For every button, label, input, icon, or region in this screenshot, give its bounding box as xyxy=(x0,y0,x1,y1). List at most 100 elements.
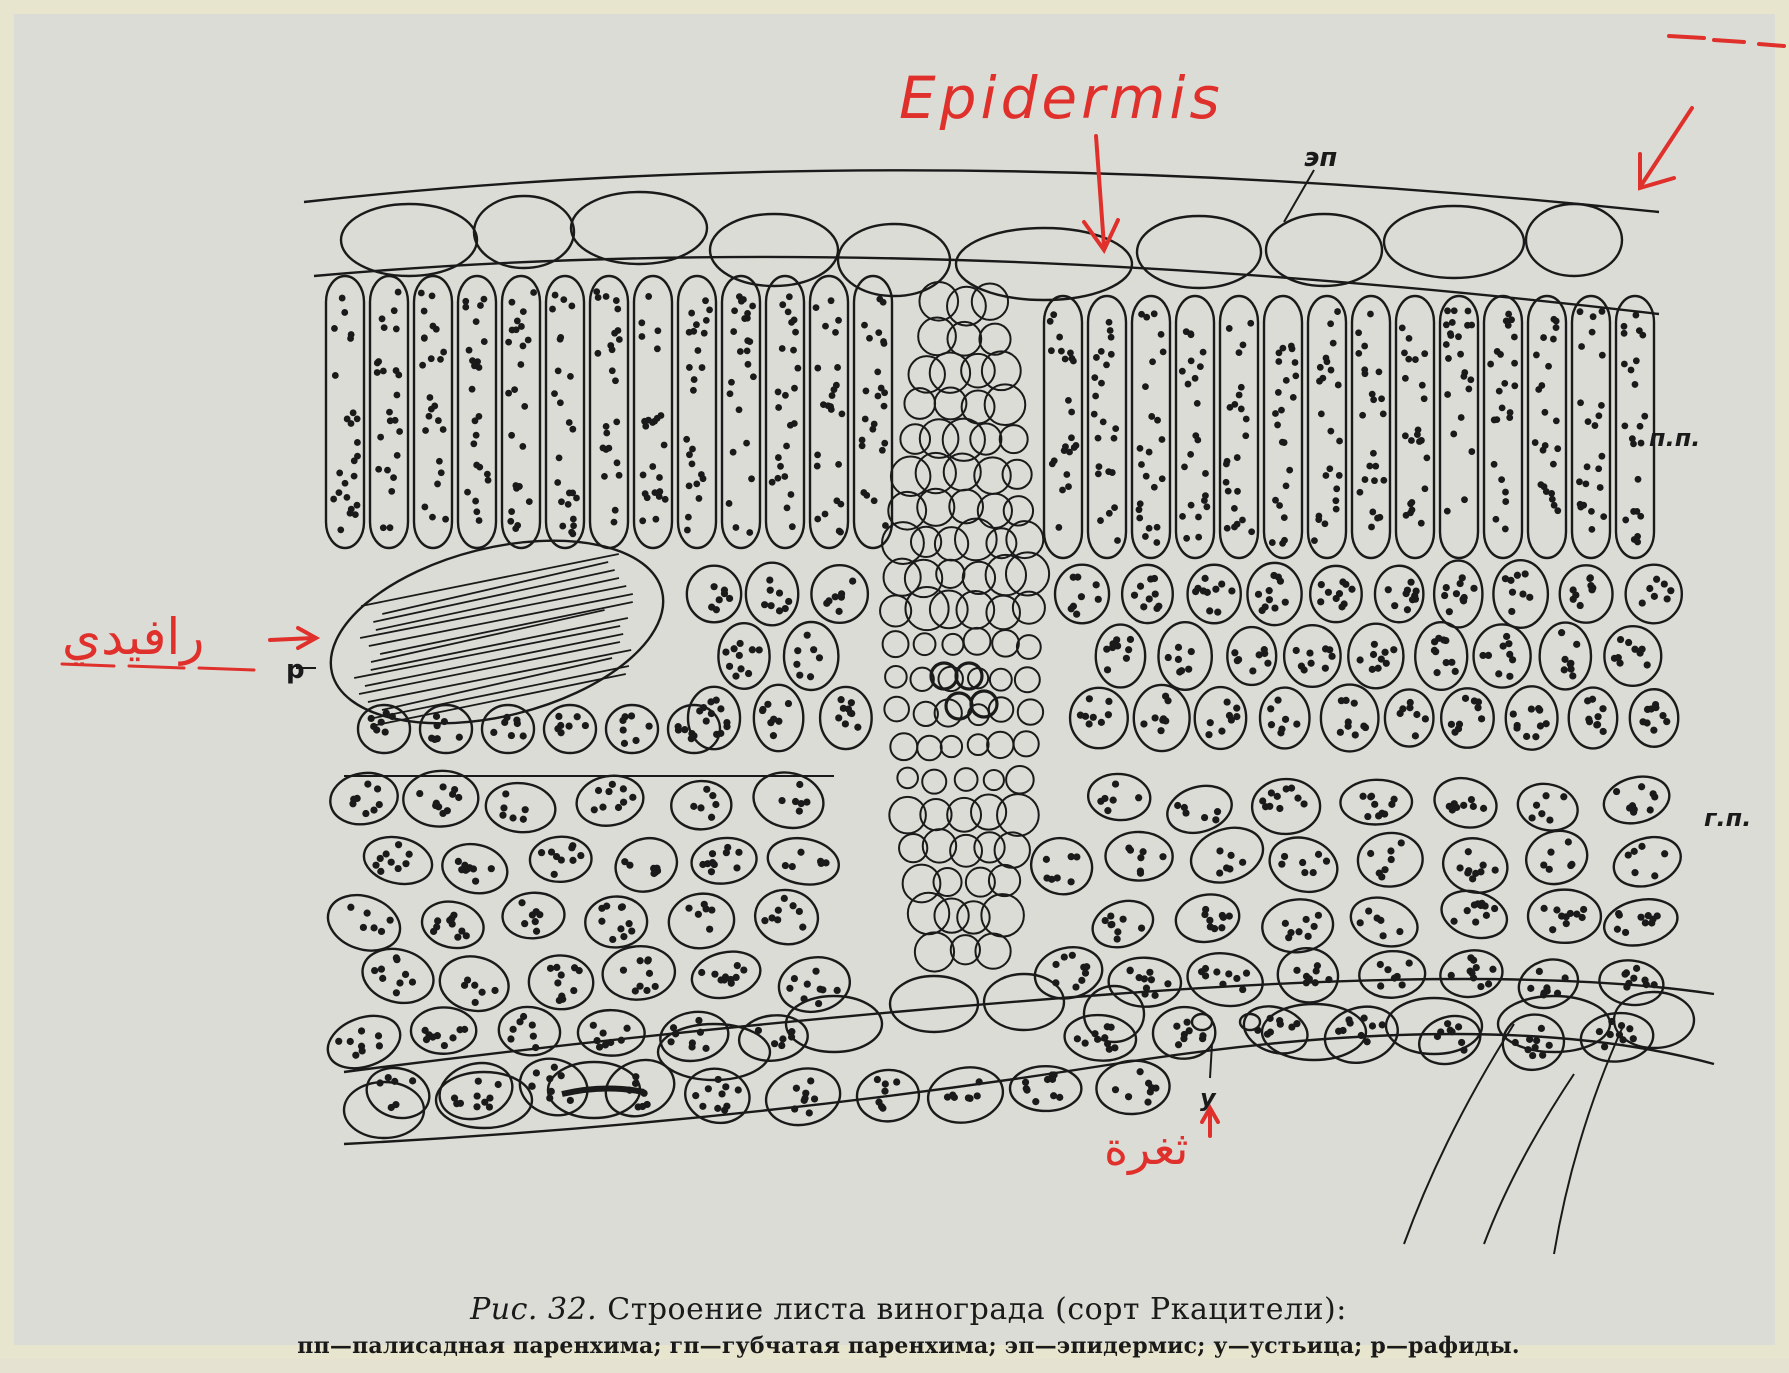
chloroplast xyxy=(793,661,800,668)
chloroplast xyxy=(786,985,793,992)
chloroplast xyxy=(551,390,558,397)
palisade-cell xyxy=(1396,296,1434,558)
chloroplast xyxy=(1292,359,1299,366)
chloroplast xyxy=(396,428,403,435)
chloroplast xyxy=(1137,867,1144,874)
chloroplast xyxy=(689,460,696,467)
chloroplast xyxy=(793,1085,800,1092)
chloroplast xyxy=(375,358,382,365)
chloroplast xyxy=(481,338,488,345)
chloroplast xyxy=(616,336,623,343)
chloroplast xyxy=(393,989,400,996)
chloroplast xyxy=(1630,1035,1637,1042)
chloroplast xyxy=(518,323,525,330)
chloroplast xyxy=(1327,320,1334,327)
chloroplast xyxy=(603,903,610,910)
chloroplast xyxy=(342,480,349,487)
chloroplast xyxy=(1333,485,1340,492)
chloroplast xyxy=(1112,425,1119,432)
chloroplast xyxy=(1492,516,1499,523)
chloroplast xyxy=(1323,858,1330,865)
bundle-cell xyxy=(883,631,909,657)
bundle-cell xyxy=(1018,699,1043,724)
bundle-cell xyxy=(992,630,1019,657)
chloroplast xyxy=(1630,508,1637,515)
chloroplast xyxy=(1535,386,1542,393)
chloroplast xyxy=(1469,875,1476,882)
chloroplast xyxy=(1065,397,1072,404)
chloroplast xyxy=(1202,470,1209,477)
chloroplast xyxy=(701,330,708,337)
chloroplast xyxy=(1140,603,1147,610)
chloroplast xyxy=(675,723,682,730)
chloroplast xyxy=(387,917,394,924)
chloroplast xyxy=(406,851,413,858)
raphide-arrow xyxy=(270,628,316,648)
chloroplast xyxy=(764,701,771,708)
chloroplast xyxy=(1408,437,1415,444)
bundle-cell xyxy=(1013,592,1045,624)
chloroplast xyxy=(1183,328,1190,335)
spongy-cell xyxy=(608,830,684,900)
chloroplast xyxy=(559,523,566,530)
chloroplast xyxy=(476,413,483,420)
chloroplast xyxy=(485,477,492,484)
chloroplast xyxy=(1470,803,1477,810)
chloroplast xyxy=(1359,412,1366,419)
chloroplast xyxy=(1137,500,1144,507)
chloroplast xyxy=(525,337,532,344)
bundle-cell xyxy=(956,591,994,629)
chloroplast xyxy=(1102,917,1109,924)
chloroplast xyxy=(1580,906,1587,913)
chloroplast xyxy=(1192,588,1199,595)
chloroplast xyxy=(374,369,381,376)
chloroplast xyxy=(727,390,734,397)
chloroplast xyxy=(775,389,782,396)
chloroplast xyxy=(733,864,740,871)
chloroplast xyxy=(595,787,602,794)
chloroplast xyxy=(1107,327,1114,334)
chloroplast xyxy=(456,1026,463,1033)
chloroplast xyxy=(688,1043,695,1050)
chloroplast xyxy=(1523,733,1530,740)
chloroplast xyxy=(769,479,776,486)
chloroplast xyxy=(1472,918,1479,925)
chloroplast xyxy=(455,858,462,865)
chloroplast xyxy=(1455,1023,1462,1030)
chloroplast xyxy=(711,861,718,868)
chloroplast xyxy=(1416,438,1423,445)
chloroplast xyxy=(783,443,790,450)
chloroplast xyxy=(686,482,693,489)
chloroplast xyxy=(1043,856,1050,863)
chloroplast xyxy=(1536,707,1543,714)
chloroplast xyxy=(1332,497,1339,504)
chloroplast xyxy=(1631,646,1638,653)
chloroplast xyxy=(620,799,627,806)
chloroplast xyxy=(1567,660,1574,667)
chloroplast xyxy=(1023,1086,1030,1093)
chloroplast xyxy=(570,516,577,523)
chloroplast xyxy=(1338,697,1345,704)
leaf-hairs xyxy=(1404,1024,1624,1254)
chloroplast xyxy=(609,367,616,374)
chloroplast xyxy=(878,385,885,392)
chloroplast xyxy=(1178,667,1185,674)
chloroplast xyxy=(1194,400,1201,407)
chloroplast xyxy=(779,1035,786,1042)
chloroplast xyxy=(1093,581,1100,588)
chloroplast xyxy=(639,1103,646,1110)
chloroplast xyxy=(1097,798,1104,805)
chloroplast xyxy=(1328,367,1335,374)
chloroplast xyxy=(835,608,842,615)
chloroplast xyxy=(1489,966,1496,973)
chloroplast xyxy=(1409,507,1416,514)
chloroplast xyxy=(703,317,710,324)
chloroplast xyxy=(1059,487,1066,494)
chloroplast xyxy=(1457,351,1464,358)
chloroplast xyxy=(1281,537,1288,544)
chloroplast xyxy=(517,361,524,368)
chloroplast xyxy=(1300,800,1307,807)
bundle-cell xyxy=(914,633,936,655)
chloroplast xyxy=(1380,477,1387,484)
chloroplast xyxy=(613,418,620,425)
